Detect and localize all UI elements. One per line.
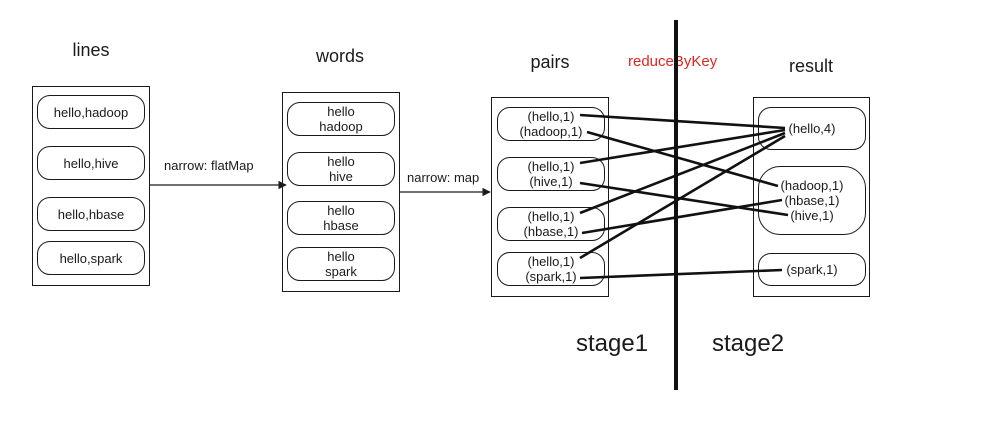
shuffle-line: [586, 130, 779, 188]
shuffle-line: [581, 198, 783, 235]
result-item-line1: (hadoop,1): [780, 178, 844, 193]
pairs-item: (hello,1) (spark,1): [497, 252, 605, 286]
words-item: hello spark: [287, 247, 395, 281]
pairs-item-line1: (hello,1): [527, 159, 575, 174]
shuffle-lines: [579, 113, 789, 280]
lines-item: hello,hadoop: [37, 95, 145, 129]
result-item-text: (hello,4): [788, 121, 836, 136]
words-item-line2: hadoop: [319, 119, 363, 134]
lines-item-text: hello,hadoop: [53, 104, 129, 120]
pairs-item: (hello,1) (hbase,1): [497, 207, 605, 241]
shuffle-line: [579, 131, 786, 215]
pairs-item-line2: (hive,1): [529, 174, 573, 189]
pairs-item-line1: (hello,1): [527, 209, 575, 224]
words-item-line1: hello: [327, 154, 355, 169]
pairs-item-line1: (hello,1): [527, 254, 575, 269]
words-title: words: [315, 46, 364, 66]
lines-item: hello,spark: [37, 241, 145, 275]
shuffle-line: [579, 134, 786, 260]
shuffle-line: [579, 268, 783, 280]
lines-title: lines: [72, 40, 110, 60]
lines-item-text: hello,hbase: [57, 206, 125, 222]
shuffle-line: [579, 113, 786, 130]
words-item: hello hbase: [287, 201, 395, 235]
stage2-label: stage2: [712, 330, 785, 357]
pairs-title: pairs: [530, 52, 570, 72]
pairs-item-line1: (hello,1): [527, 109, 575, 124]
map-arrow-label: narrow: map: [407, 170, 480, 185]
shuffle-line: [579, 181, 789, 217]
words-item-line2: hbase: [323, 218, 359, 233]
result-item-text: (spark,1): [786, 262, 838, 277]
words-item-line1: hello: [327, 203, 355, 218]
shuffle-line: [579, 128, 786, 165]
flatmap-arrow-label: narrow: flatMap: [164, 158, 254, 173]
words-item: hello hadoop: [287, 102, 395, 136]
result-item-line2: (hbase,1): [784, 193, 840, 208]
pairs-item-line2: (spark,1): [525, 269, 577, 284]
result-title: result: [788, 56, 833, 76]
words-item: hello hive: [287, 152, 395, 186]
lines-item: hello,hive: [37, 146, 145, 180]
words-item-line2: hive: [329, 169, 353, 184]
reducebykey-label: reduceByKey: [628, 53, 718, 70]
lines-item-text: hello,hive: [63, 155, 119, 171]
pairs-item: (hello,1) (hadoop,1): [497, 107, 605, 141]
result-item: (hadoop,1) (hbase,1) (hive,1): [758, 166, 866, 235]
lines-item: hello,hbase: [37, 197, 145, 231]
stage1-label: stage1: [576, 330, 649, 357]
lines-item-text: hello,spark: [59, 250, 123, 266]
words-item-line1: hello: [327, 104, 355, 119]
words-item-line2: spark: [325, 264, 357, 279]
pairs-item-line2: (hbase,1): [523, 224, 579, 239]
pairs-item-line2: (hadoop,1): [519, 124, 583, 139]
result-item-line3: (hive,1): [790, 208, 834, 223]
words-item-line1: hello: [327, 249, 355, 264]
